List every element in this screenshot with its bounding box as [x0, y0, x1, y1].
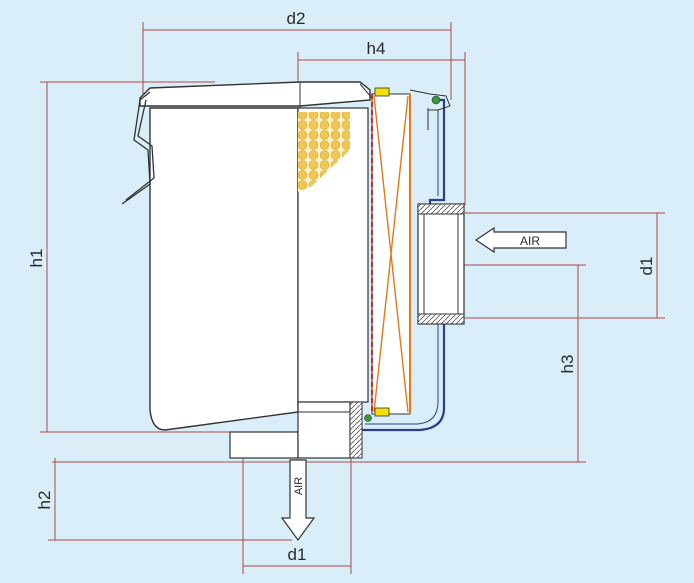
- air-outlet-label: AIR: [293, 477, 305, 495]
- label-h3: h3: [558, 355, 577, 374]
- top-seal: [374, 87, 390, 97]
- bottom-seal: [374, 407, 390, 417]
- bottom-gasket: [364, 414, 372, 422]
- arrow-down-icon: [280, 459, 316, 542]
- canister-left: [149, 107, 299, 431]
- dimension-lines: [40, 22, 665, 574]
- label-d1-bottom: d1: [288, 545, 307, 564]
- label-d1-right: d1: [637, 257, 656, 276]
- air-outlet-arrow: AIR: [280, 459, 316, 542]
- housing-outline: [360, 98, 446, 432]
- label-h1: h1: [27, 249, 46, 268]
- dimension-labels: d2 h4 h1 d1 h3 h2 d1: [27, 9, 656, 564]
- inlet-pipe: [417, 203, 465, 325]
- air-inlet-arrow: AIR: [474, 226, 567, 254]
- lid-clamp: [121, 91, 155, 205]
- filter-element: [364, 87, 451, 422]
- air-inlet-label: AIR: [520, 234, 540, 248]
- outlet-pipe: [229, 401, 363, 459]
- top-gasket: [431, 95, 441, 105]
- label-h2: h2: [35, 491, 54, 510]
- label-h4: h4: [367, 39, 386, 58]
- filter-media-cutaway: [298, 112, 350, 192]
- label-d2: d2: [287, 9, 306, 28]
- filter-body: [121, 81, 465, 459]
- arrow-left-icon: [474, 226, 567, 254]
- lid: [139, 81, 371, 107]
